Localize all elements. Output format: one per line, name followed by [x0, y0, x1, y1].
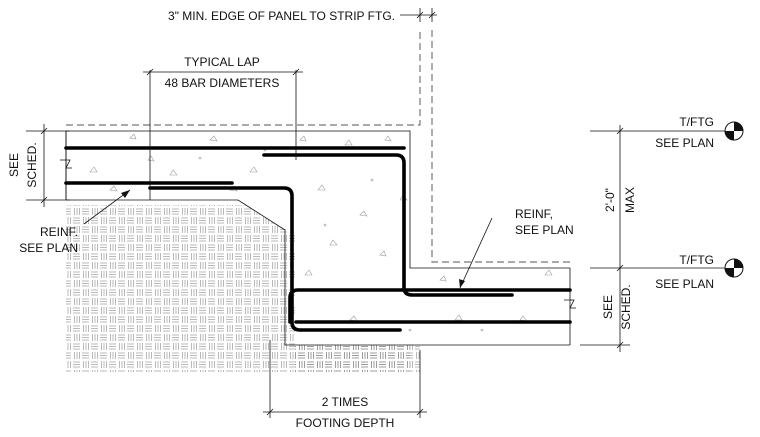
soil-hatch	[66, 205, 410, 372]
break-symbol-left	[60, 159, 72, 169]
step-height-dimension	[580, 125, 740, 352]
soil-lower-hatch	[295, 345, 420, 372]
concrete-bottom-outline	[66, 199, 570, 346]
level-marker-lower	[724, 258, 744, 278]
sched-lower-line2: SCHED.	[619, 284, 633, 329]
upper-thickness-dimension	[26, 124, 70, 207]
level-marker-upper	[724, 121, 744, 141]
lap-label-line2: 48 BAR DIAMETERS	[165, 76, 280, 90]
reinf-left-line1: REINF.	[40, 225, 78, 239]
concrete-outline	[66, 130, 570, 269]
upper-lap-bottom-rebar	[148, 186, 402, 332]
lap-dimension	[143, 68, 303, 200]
tftg-upper-line1: T/FTG	[679, 115, 714, 129]
reinf-mid-line1: REINF,	[515, 207, 553, 221]
tftg-lower-line2: SEE PLAN	[655, 277, 714, 291]
reinf-left-line2: SEE PLAN	[19, 241, 78, 255]
two-times-dimension	[263, 340, 427, 418]
max-dim-label: 2'-0"	[603, 188, 617, 212]
break-symbol-right	[564, 299, 576, 309]
lower-top-rebar	[288, 288, 572, 324]
sched-upper-line1: SEE	[7, 153, 21, 177]
sched-upper-line2: SCHED.	[25, 142, 39, 187]
reinf-mid-leader	[459, 217, 493, 289]
max-word-label: MAX	[623, 187, 637, 213]
upper-lap-top-rebar	[262, 153, 514, 297]
edge-note-label: 3" MIN. EDGE OF PANEL TO STRIP FTG.	[168, 9, 395, 23]
reinf-mid-line2: SEE PLAN	[515, 223, 574, 237]
tftg-upper-line2: SEE PLAN	[655, 136, 714, 150]
times-line1: 2 TIMES	[322, 395, 368, 409]
times-line2: FOOTING DEPTH	[296, 416, 395, 430]
panel-edge-dashed-right	[431, 30, 570, 263]
sched-lower-line1: SEE	[601, 295, 615, 319]
edge-note-dimension	[400, 8, 437, 22]
lap-label-line1: TYPICAL LAP	[184, 55, 260, 69]
tftg-lower-line1: T/FTG	[679, 253, 714, 267]
panel-edge-dashed-upper	[66, 30, 421, 126]
reinf-left-leader	[83, 189, 131, 225]
